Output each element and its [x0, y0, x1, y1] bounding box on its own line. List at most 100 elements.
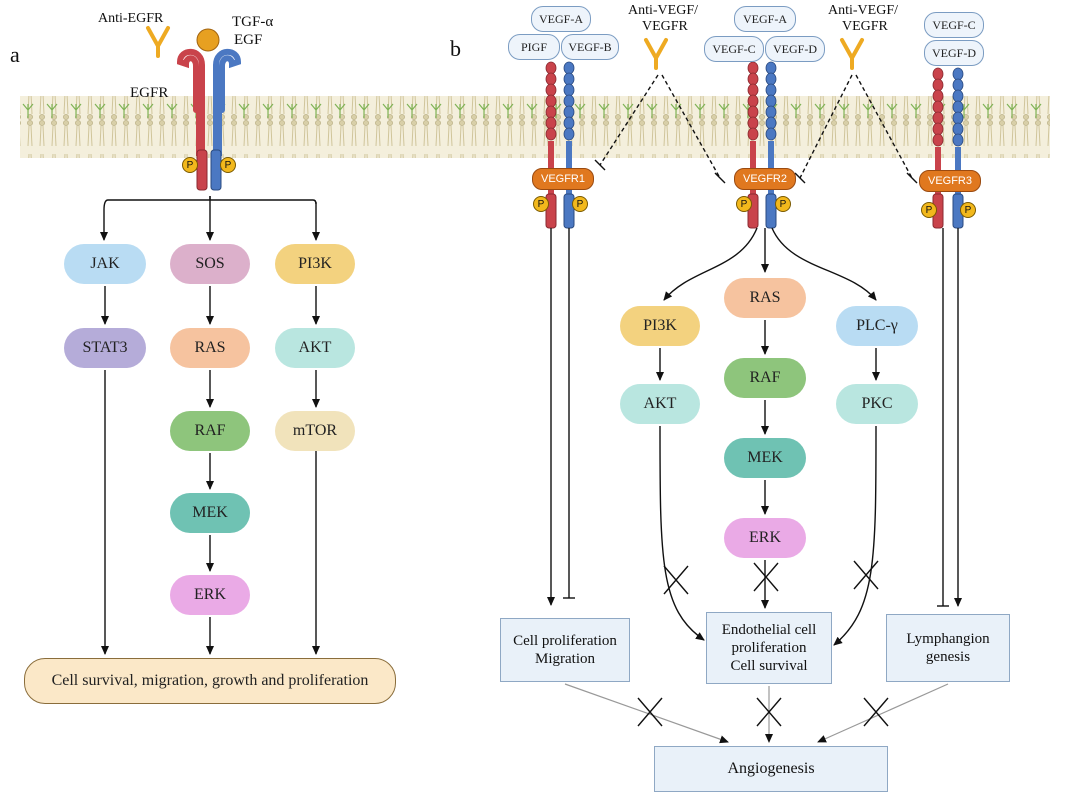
antibody-icon	[840, 38, 864, 70]
outcome-line: Migration	[535, 651, 595, 667]
block-cross	[753, 562, 779, 592]
anti-vegf-label: VEGFR	[642, 19, 688, 34]
ig-domain	[765, 105, 777, 119]
glycan-sprig	[598, 103, 610, 118]
anti-vegf-label: Anti-VEGF/	[828, 3, 898, 18]
ig-domain	[765, 127, 777, 141]
glycan-sprig	[982, 103, 994, 118]
erk-node: ERK	[170, 575, 250, 615]
glycan-sprig	[502, 103, 514, 118]
glycan-sprig	[22, 103, 34, 118]
mtor-node: mTOR	[275, 411, 355, 451]
ig-domain	[545, 72, 557, 86]
vegfr2-receptor: VEGFR2	[734, 168, 796, 190]
glycocalyx	[22, 103, 1042, 118]
ig-domain	[765, 61, 777, 75]
glycan-sprig	[646, 103, 658, 118]
block-cross	[853, 560, 879, 590]
pi3k-node: PI3K	[620, 306, 700, 346]
angiogenesis-arrow	[817, 683, 949, 743]
glycan-sprig	[94, 103, 106, 118]
cell-survival-outcome: Cell survival, migration, growth and pro…	[24, 658, 396, 704]
plc-gamma-node: PLC-γ	[836, 306, 918, 346]
ig-domain	[545, 127, 557, 141]
ig-domain	[747, 83, 759, 97]
ig-domain	[952, 133, 964, 147]
pi3k-node: PI3K	[275, 244, 355, 284]
vegf-c-ligand: VEGF-C	[704, 36, 764, 62]
ig-domain	[952, 100, 964, 114]
egf-label: EGF	[234, 32, 263, 48]
vegf-d-ligand: VEGF-D	[924, 40, 984, 66]
ras-node: RAS	[170, 328, 250, 368]
ig-domain	[952, 111, 964, 125]
ig-domain	[932, 78, 944, 92]
mek-node: MEK	[170, 493, 250, 533]
connector-line	[794, 172, 806, 184]
glycan-sprig	[238, 103, 250, 118]
glycan-sprig	[142, 103, 154, 118]
angiogenesis-outcome: Angiogenesis	[654, 746, 888, 792]
antibodies	[146, 26, 864, 70]
antibody-icon	[146, 26, 170, 58]
glycan-sprig	[1030, 103, 1042, 118]
ig-domain	[563, 61, 575, 75]
ig-domain	[545, 105, 557, 119]
glycan-sprig	[718, 103, 730, 118]
phospho-badge: P	[775, 196, 791, 212]
akt-node: AKT	[620, 384, 700, 424]
activation-arrow	[659, 425, 705, 641]
connector-line	[108, 199, 317, 205]
glycan-sprig	[838, 103, 850, 118]
glycan-sprig	[406, 103, 418, 118]
ig-domain	[932, 122, 944, 136]
ig-domain	[563, 83, 575, 97]
ig-domain	[765, 94, 777, 108]
ig-domain	[545, 116, 557, 130]
block-cross	[756, 697, 782, 727]
glycan-sprig	[46, 103, 58, 118]
vegf-c-ligand: VEGF-C	[924, 12, 984, 38]
glycan-sprig	[286, 103, 298, 118]
glycan-sprig	[814, 103, 826, 118]
tgf-alpha-label: TGF-α	[232, 14, 274, 30]
ig-domain	[563, 105, 575, 119]
erk-node: ERK	[724, 518, 806, 558]
phospho-badge: P	[572, 196, 588, 212]
glycan-sprig	[358, 103, 370, 118]
ig-domain	[932, 89, 944, 103]
phospho-badge: P	[921, 202, 937, 218]
glycan-sprig	[862, 103, 874, 118]
block-cross	[637, 697, 663, 727]
glycan-sprig	[430, 103, 442, 118]
ig-domain	[747, 116, 759, 130]
outcome-line: genesis	[925, 649, 971, 665]
sos-node: SOS	[170, 244, 250, 284]
phospho-badge: P	[736, 196, 752, 212]
phospho-badge: P	[533, 196, 549, 212]
glycan-sprig	[574, 103, 586, 118]
panel-b-letter: b	[450, 36, 461, 61]
anti-vegf-label: VEGFR	[842, 19, 888, 34]
glycan-sprig	[670, 103, 682, 118]
anti-egfr-label: Anti-EGFR	[98, 11, 164, 26]
glycan-sprig	[382, 103, 394, 118]
ig-domain	[765, 116, 777, 130]
raf-node: RAF	[724, 358, 806, 398]
glycan-sprig	[790, 103, 802, 118]
pkc-node: PKC	[836, 384, 918, 424]
vegf-a-ligand: VEGF-A	[531, 6, 591, 32]
glycan-sprig	[478, 103, 490, 118]
glycan-sprig	[310, 103, 322, 118]
ig-domain	[765, 83, 777, 97]
glycan-sprig	[70, 103, 82, 118]
antibody-icon	[644, 38, 668, 70]
ig-domain	[545, 94, 557, 108]
stat3-node: STAT3	[64, 328, 146, 368]
connector-line	[599, 74, 659, 166]
activation-arrow	[771, 227, 877, 301]
raf-node: RAF	[170, 411, 250, 451]
